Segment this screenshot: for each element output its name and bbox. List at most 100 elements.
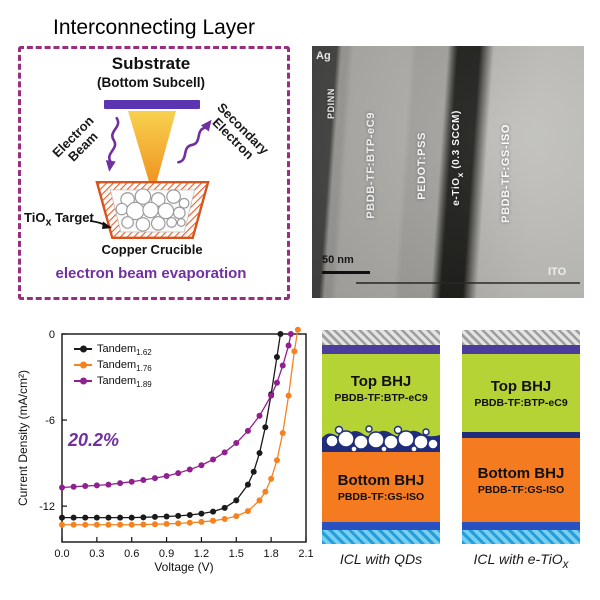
data-point-marker [279, 362, 286, 369]
data-point-marker [128, 521, 135, 528]
ito-substrate-layer [322, 530, 440, 544]
legend-marker [74, 377, 92, 385]
x-axis-label: Voltage (V) [154, 560, 214, 574]
x-tick-label: 0.6 [124, 548, 139, 560]
quantum-dots-illustration [322, 425, 440, 452]
data-point-marker [163, 473, 170, 480]
y-tick-label: -6 [45, 415, 55, 427]
tem-etiox-label-post: (0.3 SCCM) [451, 110, 462, 173]
legend-label: Tandem1.76 [97, 359, 152, 374]
legend-label: Tandem1.62 [97, 343, 152, 358]
data-point-marker [186, 519, 193, 526]
data-point-marker [140, 477, 147, 484]
data-point-marker [268, 392, 275, 399]
data-point-marker [256, 450, 263, 457]
tem-bottom-bhj-label: PBDB-TF:GS-ISO [500, 124, 512, 223]
tem-pdinn-label: PDINN [326, 88, 336, 120]
data-point-marker [93, 521, 100, 528]
legend-label-sub: 1.62 [136, 348, 152, 358]
x-tick-label: 1.8 [263, 548, 278, 560]
data-point-marker [221, 516, 228, 523]
data-point-marker [151, 521, 158, 528]
tem-etiox-label: e-TiOx (0.3 SCCM) [451, 110, 465, 206]
data-point-marker [117, 480, 124, 487]
tiox-target-label-post: Target [51, 210, 94, 225]
legend-entry: Tandem1.62 [74, 342, 152, 358]
stack-caption-etiox-pre: ICL with e-TiO [473, 551, 563, 567]
bottom-bhj-layer: Bottom BHJ PBDB-TF:GS-ISO [322, 452, 440, 522]
tem-ito-label: ITO [548, 266, 567, 278]
data-point-marker [210, 456, 217, 463]
x-tick-label: 0.0 [54, 548, 69, 560]
device-stack-icl-qd: Top BHJ PBDB-TF:BTP-eC9 Bottom BHJ PBDB-… [322, 330, 440, 544]
data-point-marker [186, 512, 193, 519]
data-point-marker [262, 488, 269, 495]
bottom-bhj-layer: Bottom BHJ PBDB-TF:GS-ISO [462, 438, 580, 522]
data-point-marker [163, 520, 170, 527]
y-axis-label: Current Density (mA/cm²) [16, 369, 30, 507]
data-point-marker [198, 462, 205, 469]
substrate-label: Substrate [111, 54, 191, 73]
legend-entry: Tandem1.89 [74, 374, 152, 390]
crucible-illustration [95, 181, 210, 239]
electron-beam-wavy-arrow-icon [105, 116, 120, 172]
tiox-target-label-pre: TiO [24, 210, 46, 225]
top-bhj-layer: Top BHJ PBDB-TF:BTP-eC9 [322, 354, 440, 422]
stack-caption-qd: ICL with QDs [339, 551, 423, 567]
data-point-marker [151, 513, 158, 520]
data-point-marker [128, 478, 135, 485]
data-point-marker [70, 521, 77, 528]
legend-marker-dot [79, 361, 87, 369]
legend-marker [74, 345, 92, 353]
y-tick-label: -12 [39, 501, 55, 513]
dashed-frame [18, 46, 290, 300]
tem-ag-label: Ag [316, 50, 331, 62]
x-tick-label: 0.3 [89, 548, 104, 560]
pdinn-layer [462, 345, 580, 354]
data-point-marker [285, 342, 292, 349]
pedot-layer [462, 522, 580, 530]
copper-crucible-label: Copper Crucible [101, 242, 203, 257]
data-point-marker [117, 521, 124, 528]
data-point-marker [233, 513, 240, 520]
ebeam-evaporation-caption: electron beam evaporation [55, 265, 247, 282]
data-point-marker [277, 331, 284, 337]
data-point-marker [294, 326, 301, 333]
ito-substrate-layer [462, 530, 580, 544]
data-point-marker [140, 514, 147, 521]
substrate-bar [104, 100, 200, 109]
stack-caption-etiox: ICL with e-TiOx [462, 551, 580, 570]
data-point-marker [59, 514, 65, 521]
x-tick-label: 1.2 [194, 548, 209, 560]
x-tick-label: 0.9 [159, 548, 174, 560]
legend-label-sub: 1.89 [136, 380, 152, 390]
legend-label-sub: 1.76 [136, 364, 152, 374]
data-point-marker [82, 521, 89, 528]
data-point-marker [285, 392, 292, 399]
data-point-marker [140, 521, 147, 528]
data-point-marker [273, 379, 280, 386]
data-point-marker [268, 475, 275, 482]
legend-marker-dot [79, 345, 87, 353]
bottom-subcell-label: (Bottom Subcell) [97, 75, 205, 90]
qd-interconnecting-layer [322, 422, 440, 452]
data-point-marker [233, 440, 240, 447]
tem-etiox-label-sub: x [455, 172, 465, 178]
efficiency-annotation: 20.2% [68, 430, 120, 450]
data-point-marker [117, 514, 124, 521]
scale-bar [322, 271, 370, 274]
top-bhj-material: PBDB-TF:BTP-eC9 [334, 391, 428, 404]
data-point-marker [210, 517, 217, 524]
tem-top-bhj-label: PBDB-TF:BTP-eC9 [365, 112, 377, 219]
ito-interface-line [356, 282, 580, 284]
legend-entry: Tandem1.76 [74, 358, 152, 374]
x-tick-label: 1.5 [229, 548, 244, 560]
tiox-target-label: TiOx Target [24, 210, 94, 228]
legend-label: Tandem1.89 [97, 375, 152, 390]
legend-marker [74, 361, 92, 369]
top-electrode-layer [462, 330, 580, 345]
data-point-marker [105, 481, 112, 488]
data-point-marker [198, 510, 205, 517]
